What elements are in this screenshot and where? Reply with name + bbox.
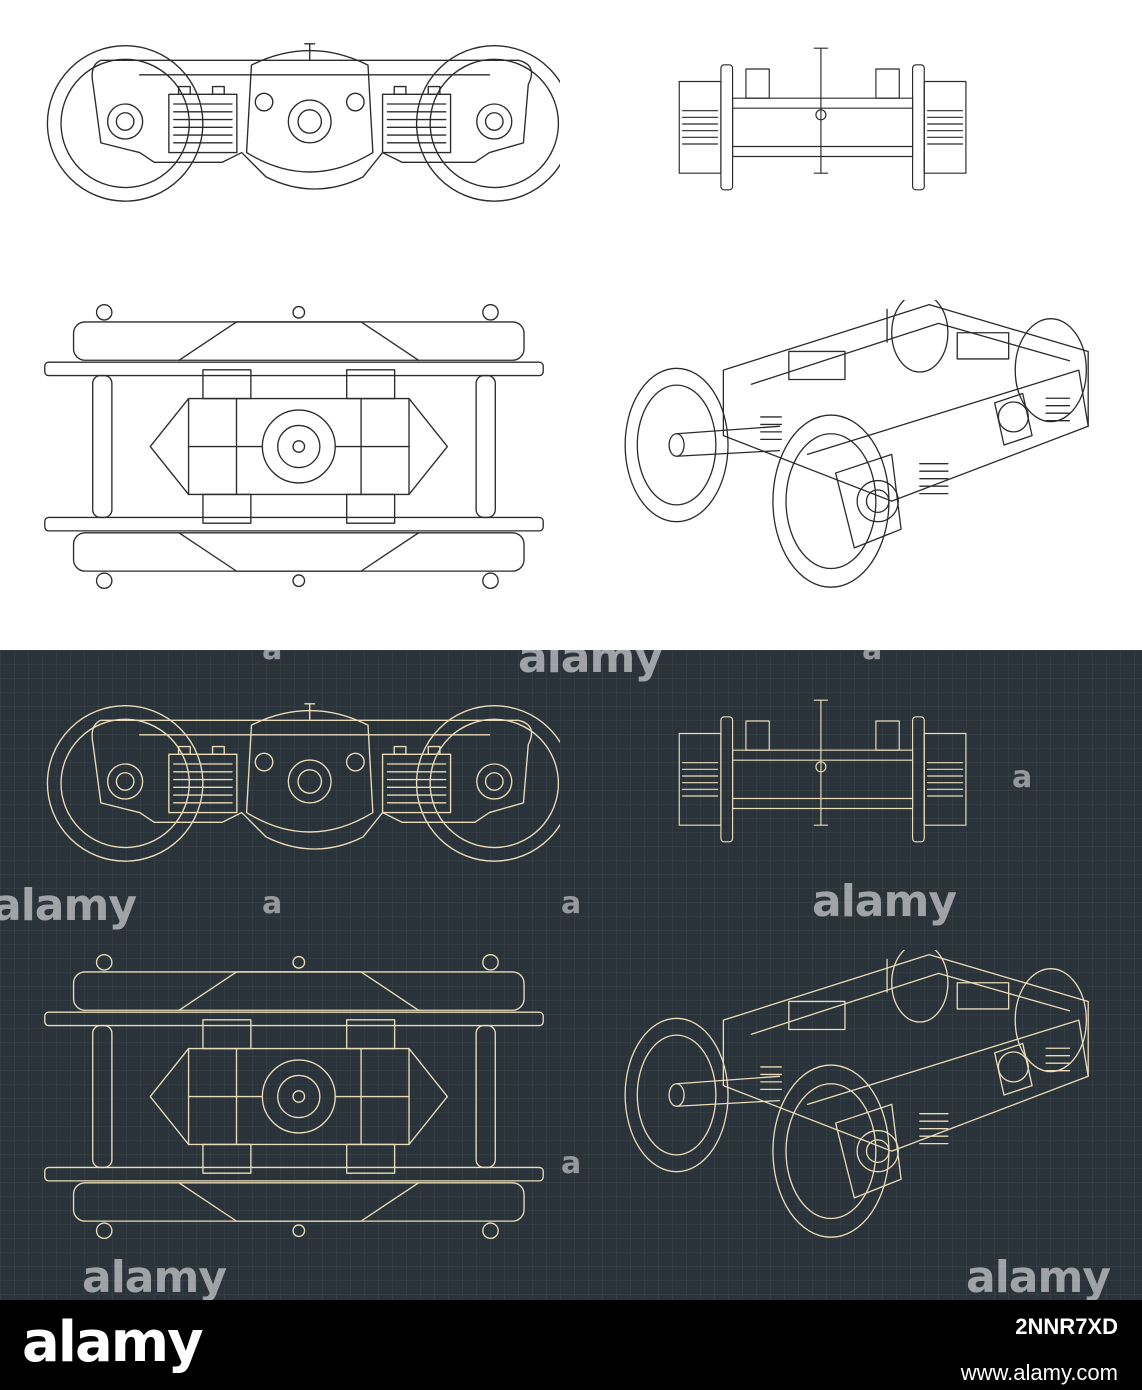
side-view-drawing <box>40 36 560 206</box>
watermark-letter: a <box>1012 760 1032 795</box>
watermark-letter: a <box>561 1146 581 1181</box>
watermark-letter: a <box>862 632 882 667</box>
end-view-drawing-dark <box>668 696 978 846</box>
isometric-view-drawing-dark <box>604 950 1114 1240</box>
footer-meta: 2NNR7XD www.alamy.com <box>961 1314 1118 1386</box>
watermark-text: alamy <box>966 1252 1111 1303</box>
light-theme-panel <box>0 0 1142 650</box>
top-view-drawing <box>40 292 548 602</box>
watermark-text: alamy <box>518 632 663 683</box>
side-view-drawing-dark <box>40 696 560 866</box>
image-id: 2NNR7XD <box>1015 1314 1118 1339</box>
watermark-text: alamy <box>82 1252 227 1303</box>
watermark-letter: a <box>262 886 282 921</box>
watermark-text: alamy <box>0 880 137 931</box>
isometric-view-drawing <box>604 300 1114 590</box>
watermark-text: alamy <box>812 876 957 927</box>
dark-theme-panel: alamy alamy alamy alamy alamy a a a a a … <box>0 632 1142 1303</box>
top-view-drawing-dark <box>40 942 548 1252</box>
footer-logo[interactable]: alamy <box>22 1310 204 1375</box>
end-view-drawing <box>668 44 978 194</box>
footer-url[interactable]: www.alamy.com <box>960 1360 1118 1385</box>
footer-bar: alamy 2NNR7XD www.alamy.com <box>0 1300 1142 1390</box>
watermark-letter: a <box>561 886 581 921</box>
watermark-letter: a <box>262 632 282 667</box>
